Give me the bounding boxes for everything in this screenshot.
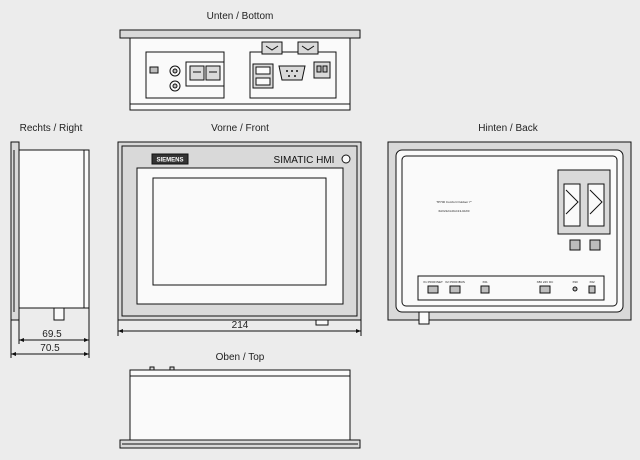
top-view: Oben / Top bbox=[119, 352, 361, 449]
right-view: Rechts / Right 69.5 70.5 bbox=[10, 123, 90, 358]
brand-logo: SIEMENS bbox=[156, 158, 183, 164]
port-label-3: X61 bbox=[482, 280, 488, 284]
back-view-label: Hinten / Back bbox=[478, 123, 538, 134]
bottom-view-front-lip bbox=[119, 29, 361, 39]
bottom-view: Unten / Bottom bbox=[119, 11, 361, 111]
right-view-clamp bbox=[53, 307, 65, 321]
usb-mini-port bbox=[149, 66, 159, 74]
port-label-5: X90 bbox=[572, 280, 578, 284]
port-label-2: X2 PROFIBUS bbox=[445, 280, 465, 284]
right-view-front-lip bbox=[10, 141, 20, 321]
back-usb-icon-1 bbox=[569, 239, 581, 251]
port-label-1: X1 PROFINET bbox=[423, 280, 443, 284]
top-view-label: Oben / Top bbox=[216, 352, 265, 363]
clamp-2 bbox=[297, 41, 319, 55]
dim-depth-inner: 69.5 bbox=[42, 329, 62, 340]
back-clamp bbox=[418, 311, 430, 325]
port-label-6: X62 bbox=[589, 280, 595, 284]
right-view-housing bbox=[18, 149, 90, 309]
siemens-logo-plate bbox=[151, 153, 189, 165]
port-label-4: X80 24V DC bbox=[537, 280, 555, 284]
back-view: Hinten / Back TP700 Comfort Outdoor 7" 6… bbox=[387, 123, 632, 325]
status-led bbox=[341, 154, 351, 164]
product-name: SIMATIC HMI bbox=[274, 155, 335, 166]
ethernet-port-1 bbox=[189, 65, 205, 81]
clamp-1 bbox=[261, 41, 283, 55]
back-usb-icon-2 bbox=[589, 239, 601, 251]
power-terminal bbox=[313, 61, 331, 79]
front-view-label: Vorne / Front bbox=[211, 123, 269, 134]
right-view-label: Rechts / Right bbox=[20, 123, 83, 134]
dim-depth-outer: 70.5 bbox=[40, 343, 60, 354]
bottom-view-label: Unten / Bottom bbox=[207, 11, 274, 22]
dim-width: 214 bbox=[232, 320, 249, 331]
back-label-line1: TP700 Comfort Outdoor 7" bbox=[436, 200, 472, 204]
dsub-connector bbox=[278, 65, 306, 81]
front-clamp bbox=[315, 319, 329, 326]
display-area bbox=[152, 177, 327, 286]
front-view: Vorne / Front SIEMENS SIMATIC HMI 214 bbox=[117, 123, 362, 336]
back-label-line2: 6AV2124-0GC13-0AX0 bbox=[439, 209, 470, 213]
back-port-strip bbox=[417, 275, 605, 301]
ethernet-port-2 bbox=[205, 65, 221, 81]
top-view-housing bbox=[129, 369, 351, 441]
